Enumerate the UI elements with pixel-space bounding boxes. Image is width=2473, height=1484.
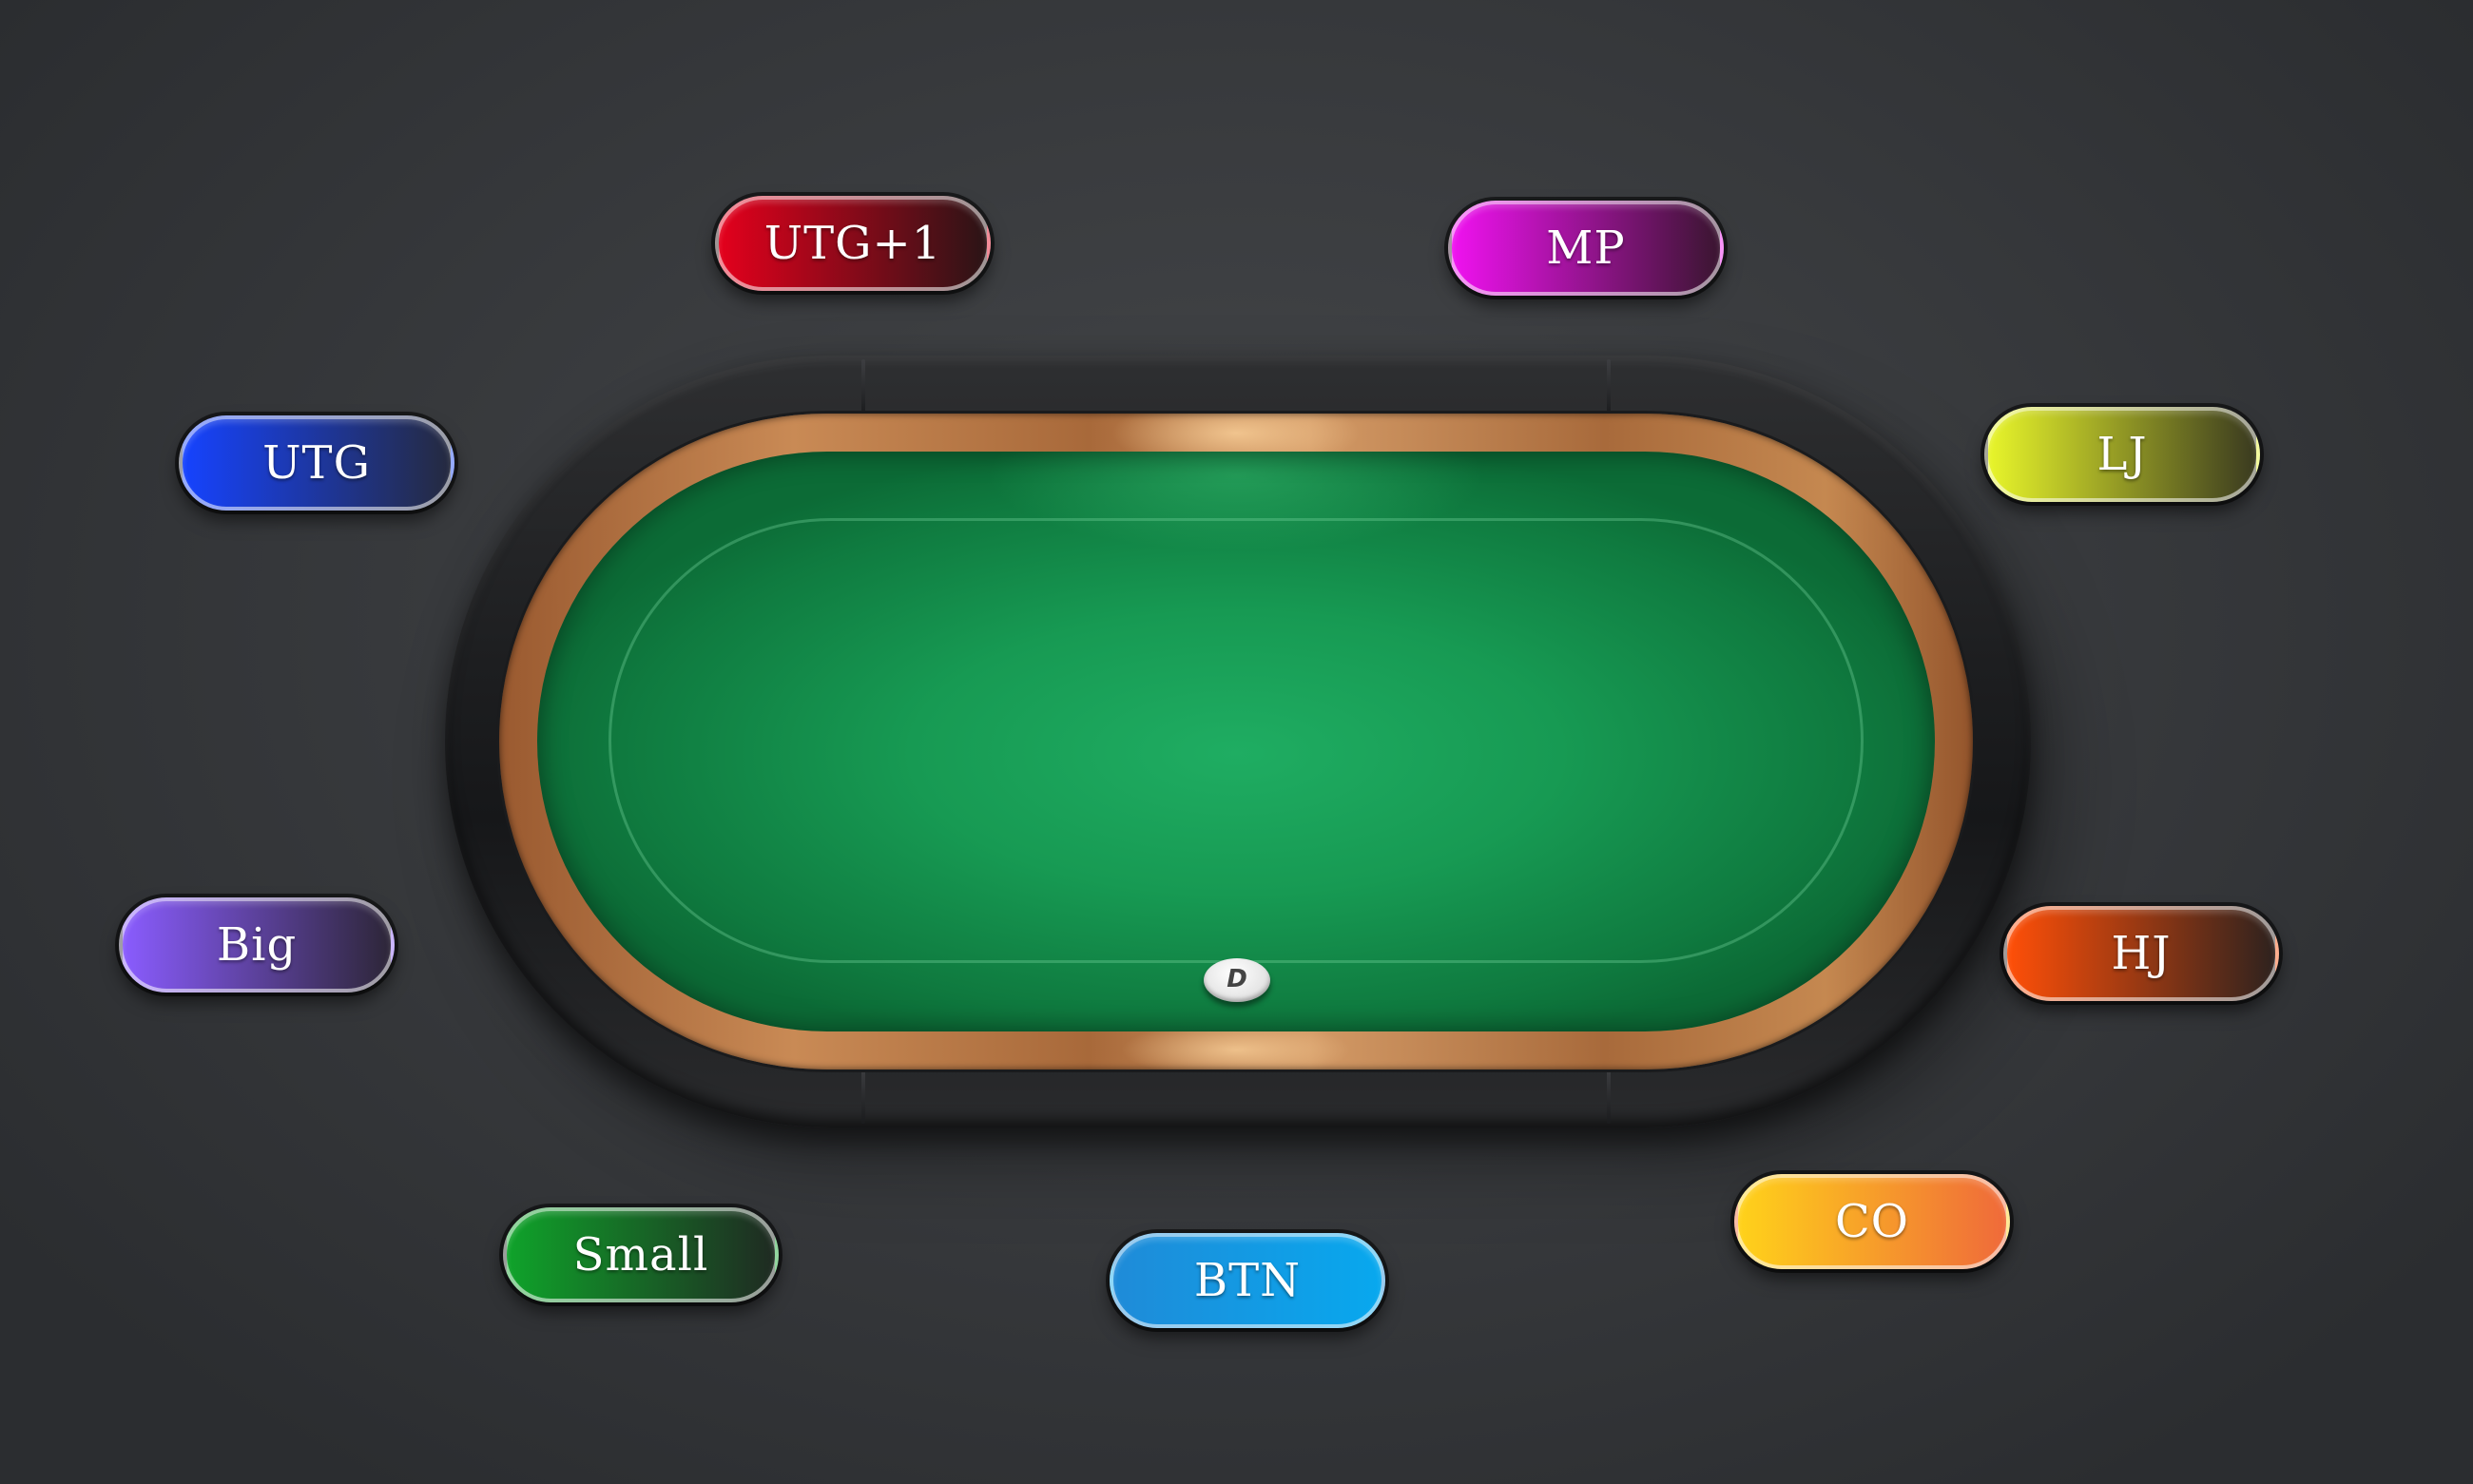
seat-label: UTG — [262, 436, 371, 490]
seat-label: UTG+1 — [763, 217, 942, 270]
seat-co[interactable]: CO — [1734, 1174, 2010, 1269]
seat-btn[interactable]: BTN — [1110, 1233, 1385, 1328]
rail-seam-top-right — [1607, 359, 1611, 416]
seat-label: Small — [572, 1228, 709, 1282]
dealer-button[interactable]: D — [1204, 958, 1270, 1002]
seat-big-blind[interactable]: Big — [119, 897, 395, 993]
seat-hj[interactable]: HJ — [2003, 906, 2279, 1001]
seat-label: LJ — [2096, 428, 2148, 481]
seat-label: MP — [1546, 222, 1626, 275]
seat-lj[interactable]: LJ — [1984, 407, 2260, 502]
rail-seam-top-left — [861, 359, 865, 416]
seat-utg[interactable]: UTG — [179, 415, 454, 511]
rail-seam-bottom-right — [1607, 1067, 1611, 1124]
seat-mp[interactable]: MP — [1448, 201, 1724, 296]
seat-label: HJ — [2111, 927, 2172, 980]
rail-seam-bottom-left — [861, 1067, 865, 1124]
seat-small-blind[interactable]: Small — [503, 1207, 779, 1302]
seat-utg-plus-1[interactable]: UTG+1 — [715, 196, 991, 291]
seat-label: Big — [216, 918, 298, 972]
felt-betting-line — [609, 518, 1864, 963]
seat-label: CO — [1834, 1195, 1910, 1248]
seat-label: BTN — [1193, 1254, 1302, 1307]
